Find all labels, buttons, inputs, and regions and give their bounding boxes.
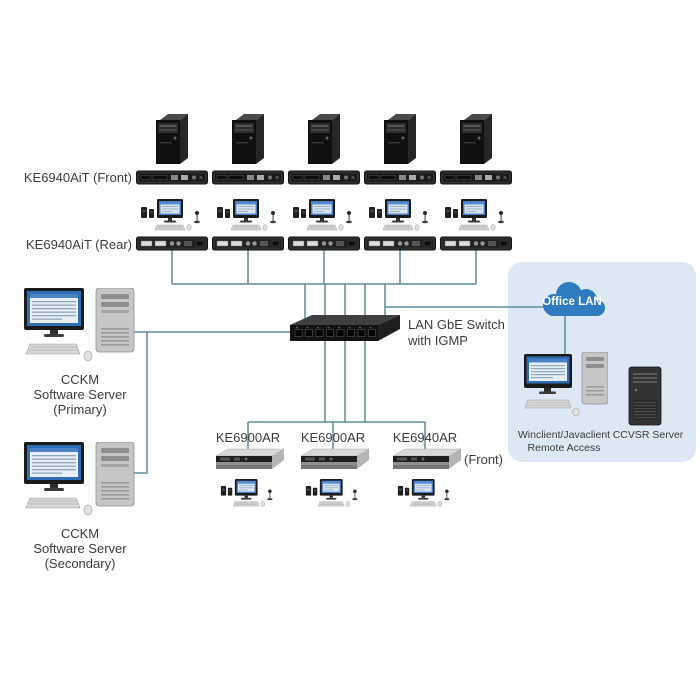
receiver-3-label: KE6940AR bbox=[392, 430, 458, 445]
console-workstation-3 bbox=[292, 198, 353, 231]
cckm-secondary-label: CCKM Software Server (Secondary) bbox=[33, 526, 127, 571]
ccvsr-server-tower bbox=[628, 366, 662, 426]
ke6940ait-front-3 bbox=[288, 170, 360, 185]
remote-access-label: Winclient/Javaclient Remote Access bbox=[517, 429, 611, 454]
console-workstation-1 bbox=[140, 198, 201, 231]
office-lan-cloud-label: Office LAN bbox=[542, 296, 602, 308]
console-workstation-4 bbox=[368, 198, 429, 231]
tower-pc-1 bbox=[156, 114, 188, 164]
ke6900ar-receiver-2 bbox=[300, 448, 369, 470]
switch-to-servers-line bbox=[130, 331, 292, 474]
tx-front-row-label: KE6940AiT (Front) bbox=[23, 170, 132, 185]
receiver-3-front-note: (Front) bbox=[464, 452, 503, 467]
ke6940ait-front-1 bbox=[136, 170, 208, 185]
receiver-workstation-1 bbox=[220, 478, 273, 508]
receiver-2-label: KE6900AR bbox=[300, 430, 366, 445]
receiver-workstation-2 bbox=[305, 478, 358, 508]
tx-rear-row-label: KE6940AiT (Rear) bbox=[26, 237, 132, 252]
cckm-secondary-server bbox=[24, 442, 135, 516]
receiver-1-label: KE6900AR bbox=[215, 430, 281, 445]
tower-pc-5 bbox=[460, 114, 492, 164]
ke6940ait-rear-2 bbox=[212, 236, 284, 251]
console-workstation-5 bbox=[444, 198, 505, 231]
console-workstation-2 bbox=[216, 198, 277, 231]
ccvsr-server-label: CCVSR Server bbox=[612, 429, 684, 441]
ke6940ait-front-4 bbox=[364, 170, 436, 185]
tower-pc-3 bbox=[308, 114, 340, 164]
tx-to-switch-lines bbox=[171, 248, 477, 322]
tower-pc-2 bbox=[232, 114, 264, 164]
ke6900ar-receiver-1 bbox=[215, 448, 284, 470]
lan-gbe-switch bbox=[290, 314, 400, 342]
switch-to-receivers-lines bbox=[247, 339, 426, 452]
ke6940ait-front-2 bbox=[212, 170, 284, 185]
receiver-workstation-3 bbox=[397, 478, 450, 508]
connection-lines bbox=[130, 248, 566, 474]
cckm-primary-server bbox=[24, 288, 135, 362]
ke6940ar-receiver-3 bbox=[392, 448, 461, 470]
lan-switch-label: LAN GbE Switch with IGMP bbox=[408, 317, 505, 348]
ke6940ait-rear-3 bbox=[288, 236, 360, 251]
ke6940ait-rear-1 bbox=[136, 236, 208, 251]
ke6940ait-rear-4 bbox=[364, 236, 436, 251]
ke6940ait-rear-5 bbox=[440, 236, 512, 251]
tower-pc-4 bbox=[384, 114, 416, 164]
ke6940ait-front-5 bbox=[440, 170, 512, 185]
cckm-primary-label: CCKM Software Server (Primary) bbox=[33, 372, 127, 417]
